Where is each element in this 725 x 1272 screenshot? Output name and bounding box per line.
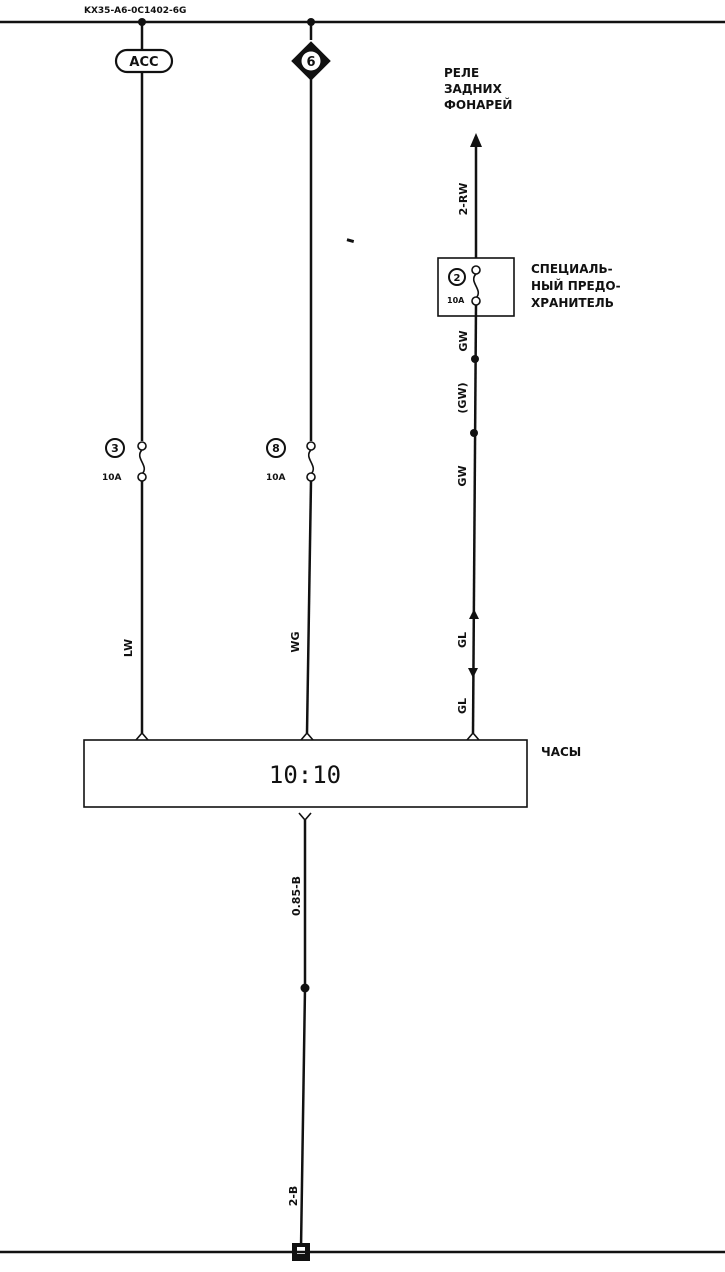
clock-box xyxy=(83,739,528,808)
special-fuse-label-line-3: ХРАНИТЕЛЬ xyxy=(531,296,614,310)
middle-fuse-number-circle xyxy=(266,438,286,458)
right-wire-lower xyxy=(471,304,478,734)
special-fuse-label-line-1: СПЕЦИАЛЬ- xyxy=(531,262,613,276)
special-fuse-number: 2 xyxy=(454,273,461,284)
right-pin xyxy=(466,731,480,741)
middle-fuse-number: 8 xyxy=(272,442,280,455)
special-fuse-terminal-top xyxy=(471,265,481,275)
acc-label: ACC xyxy=(129,55,158,70)
special-fuse-link xyxy=(472,273,480,299)
middle-fuse-terminal-top xyxy=(306,441,316,451)
right-wire-label-gw2: (GW) xyxy=(456,382,469,413)
left-fuse-number-circle xyxy=(105,438,125,458)
special-fuse-number-circle xyxy=(448,268,466,286)
middle-fuse-terminal-bottom xyxy=(306,472,316,482)
right-wire-label-gl1: GL xyxy=(456,632,469,648)
right-junction-2 xyxy=(470,429,478,437)
middle-pin xyxy=(300,731,314,741)
diamond-number: 6 xyxy=(306,55,315,70)
clock-display: 10:10 xyxy=(269,761,341,789)
right-connector-upper xyxy=(469,609,479,619)
left-pin xyxy=(135,731,149,741)
right-wire-label-gw3: GW xyxy=(456,465,469,486)
relay-arrow xyxy=(470,133,482,147)
right-junction-1 xyxy=(471,355,479,363)
ground-wire-label-upper: 0.85-B xyxy=(290,876,303,916)
ground-pin xyxy=(298,812,312,822)
left-fuse-number: 3 xyxy=(111,442,119,455)
special-fuse-label-line-2: НЫЙ ПРЕДО- xyxy=(531,278,621,293)
left-fuse-rating: 10A xyxy=(102,473,122,483)
middle-fuse-rating: 10A xyxy=(266,473,286,483)
right-connector-lower xyxy=(468,668,478,678)
relay-label-line-1: РЕЛЕ xyxy=(444,66,479,80)
diamond-inner-circle xyxy=(301,51,321,71)
print-mark xyxy=(346,238,355,243)
acc-connector xyxy=(114,48,174,74)
header-code: KX35-A6-0C1402-6G xyxy=(84,6,186,16)
right-wire-label-gl2: GL xyxy=(456,698,469,714)
left-fuse-terminal-top xyxy=(137,441,147,451)
middle-wire-bottom xyxy=(305,480,313,734)
left-fuse-link xyxy=(138,449,146,475)
special-fuse-terminal-bottom xyxy=(471,296,481,306)
ground-wire-label-lower: 2-B xyxy=(287,1186,300,1207)
left-wire-label: LW xyxy=(122,639,135,657)
relay-label-line-2: ЗАДНИХ xyxy=(444,82,503,96)
ground-wire-lower xyxy=(299,987,307,1249)
middle-fuse-link xyxy=(307,449,315,475)
right-wire-label-top: 2-RW xyxy=(457,183,470,216)
right-wire-label-gw1: GW xyxy=(457,330,470,351)
ground-terminal-inner xyxy=(297,1247,305,1254)
relay-label-line-3: ФОНАРЕЙ xyxy=(444,97,512,112)
middle-wire-label: WG xyxy=(289,631,302,652)
left-fuse-terminal-bottom xyxy=(137,472,147,482)
special-fuse-rating: 10A xyxy=(447,296,465,305)
clock-label: ЧАСЫ xyxy=(541,745,581,759)
